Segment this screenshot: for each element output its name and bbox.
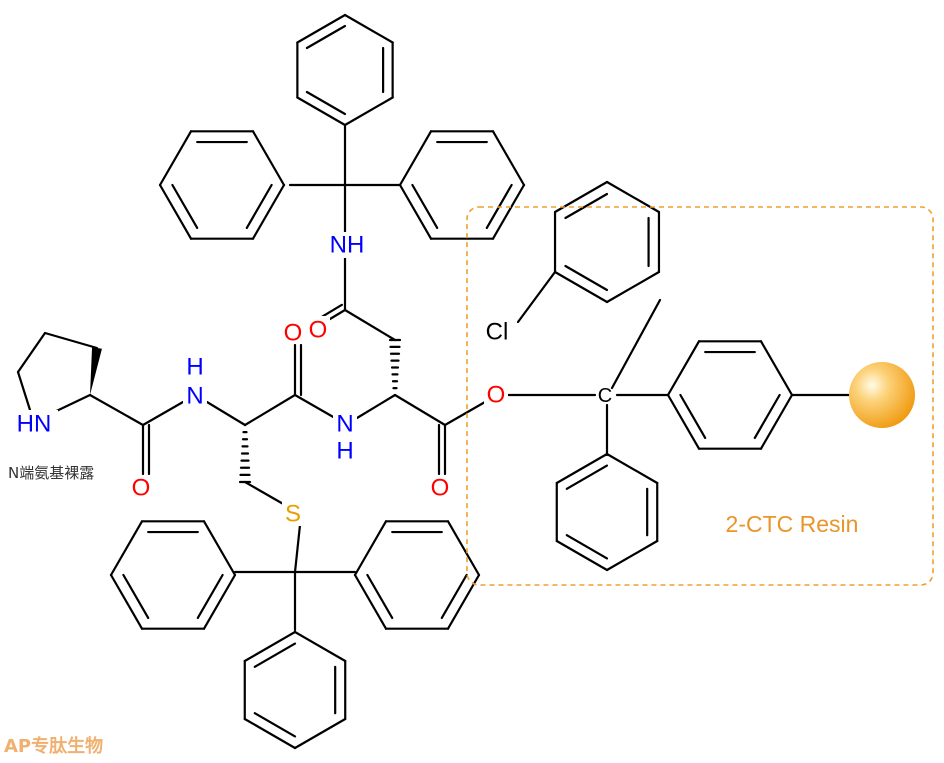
chlorophenyl-ring [564,264,609,292]
double-bond [320,303,344,318]
phenyl-ring [411,183,439,230]
bond [141,400,185,427]
phenyl-ring [296,13,347,44]
phenyl-ring [759,393,794,450]
n-terminal-note: N端氨基裸露 [8,464,94,482]
bond [293,523,302,574]
ester-carbonyl-o: O [431,475,450,502]
atom-labels: HN O N H O N H S O NH O O C Cl [10,232,612,528]
phenyl-ring [666,340,701,397]
phenyl-ring [253,712,297,738]
phenyl-ring [122,573,150,620]
bond [355,393,397,420]
proline-ring [43,331,99,350]
phenyl-ring [296,96,347,127]
bond [393,393,447,427]
phenyl-ring [491,130,526,187]
phenyl-ring [491,183,526,240]
phenyl-ring [109,520,144,577]
chlorophenyl-ring [605,270,661,304]
phenyl-ring [251,130,286,187]
phenyl-ring [171,183,199,230]
wedge-bond [90,347,102,395]
chlorine: Cl [486,319,509,346]
phenyl-ring [679,393,707,440]
phenyl-ring [243,630,297,663]
proline-ring [16,370,32,412]
resin-bead [849,362,915,428]
phenyl-ring [305,90,347,116]
phenyl-ring [565,534,609,560]
proline-nh: HN [17,411,52,438]
phenyl-ring [243,717,297,750]
bond [343,308,397,342]
resin-box [466,206,934,586]
trityl-resin-c: C [598,385,612,407]
phenyl-ring [605,539,659,572]
phenyl-ring [753,393,781,440]
bond [293,393,337,420]
sulfur: S [285,501,301,528]
phenyl-ring [343,96,394,127]
phenyl-ring [196,573,224,620]
bond [243,480,287,507]
phenyl-ring [759,340,794,397]
phenyl-ring [440,573,468,620]
bond [88,393,145,427]
phenyl-ring [202,520,237,577]
phenyl-ring [666,393,701,450]
phenyl-ring [565,464,609,490]
phenyl-ring [293,717,347,750]
phenyl-ring [158,130,193,187]
amide-h-1: H [186,354,203,381]
phenyl-ring [353,520,388,577]
resin-label: 2-CTC Resin [726,511,859,537]
phenyl-ring [555,452,609,485]
bond [205,400,247,427]
phenyl-ring [293,630,347,663]
watermark-logo: AP专肽生物 [4,735,103,757]
phenyl-ring [555,539,609,572]
proline-carbonyl-o: O [132,475,151,502]
bond [610,298,662,390]
phenyl-ring [158,183,193,240]
phenyl-ring [251,183,286,240]
phenyl-ring [343,13,394,44]
phenyl-ring [366,573,394,620]
phenyl-ring [353,573,388,630]
phenyl-ring [253,642,297,668]
phenyl-ring [109,573,144,630]
phenyl-ring [305,24,347,50]
asn-trityl-nh: NH [330,232,365,259]
phenyl-ring [202,573,237,630]
phenyl-ring [446,520,481,577]
cys-carbonyl-o: O [284,320,303,347]
phenyl-ring [605,452,659,485]
ester-o: O [487,382,506,409]
c-cl-bond [516,270,557,324]
bond [443,400,487,427]
proline-ring [16,331,47,374]
phenyl-ring [398,130,433,187]
chlorophenyl-ring [564,192,609,220]
bonds [16,13,852,750]
amide-h-2: H [336,438,353,465]
amide-n-2: N [336,411,353,438]
asn-side-o: O [309,317,328,344]
bond [243,393,297,427]
chlorophenyl-ring [553,270,609,304]
phenyl-ring [245,183,273,230]
phenyl-ring [446,573,481,630]
phenyl-ring [398,183,433,240]
amide-n-1: N [186,383,203,410]
